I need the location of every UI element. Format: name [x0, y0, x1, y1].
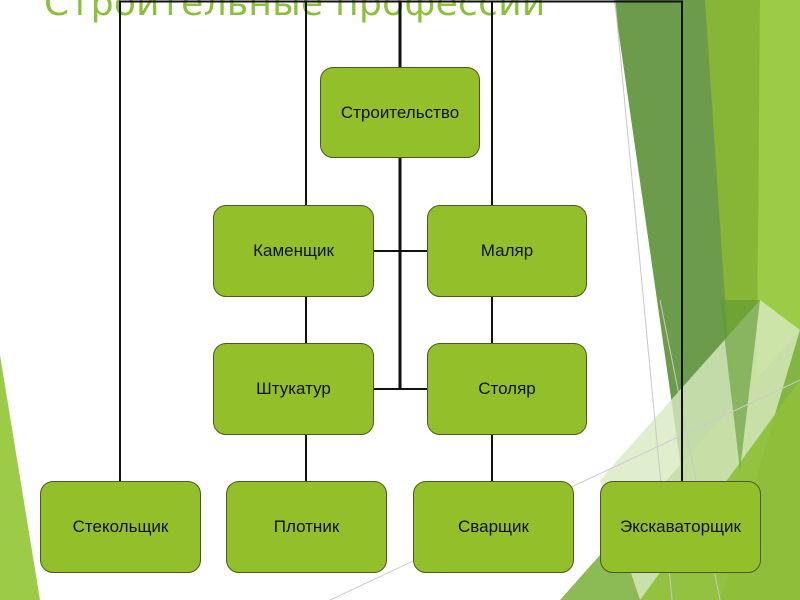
bg-facet-deep — [720, 300, 760, 470]
slide-title: Строительные профессии — [44, 0, 546, 24]
node-mason[interactable]: Каменщик — [213, 205, 374, 297]
node-label: Плотник — [273, 517, 340, 536]
node-joiner[interactable]: Столяр — [427, 343, 587, 435]
node-label: Маляр — [480, 241, 534, 260]
node-glazier[interactable]: Стекольщик — [40, 481, 201, 573]
node-label: Строительство — [340, 102, 460, 122]
node-label: Сварщик — [458, 517, 529, 536]
node-welder[interactable]: Сварщик — [413, 481, 574, 573]
node-plasterer[interactable]: Штукатур — [213, 343, 374, 435]
node-label: Штукатур — [256, 379, 331, 398]
node-carpenter[interactable]: Плотник — [226, 481, 387, 573]
bg-facet-left — [0, 355, 40, 600]
node-label: Экскаваторщик — [620, 517, 741, 536]
node-construction[interactable]: Строительство — [320, 67, 480, 158]
node-painter[interactable]: Маляр — [427, 205, 587, 297]
node-label: Каменщик — [253, 241, 334, 260]
node-label: Столяр — [478, 379, 536, 398]
node-excavator[interactable]: Экскаваторщик — [600, 481, 761, 573]
node-label: Стекольщик — [72, 517, 169, 536]
